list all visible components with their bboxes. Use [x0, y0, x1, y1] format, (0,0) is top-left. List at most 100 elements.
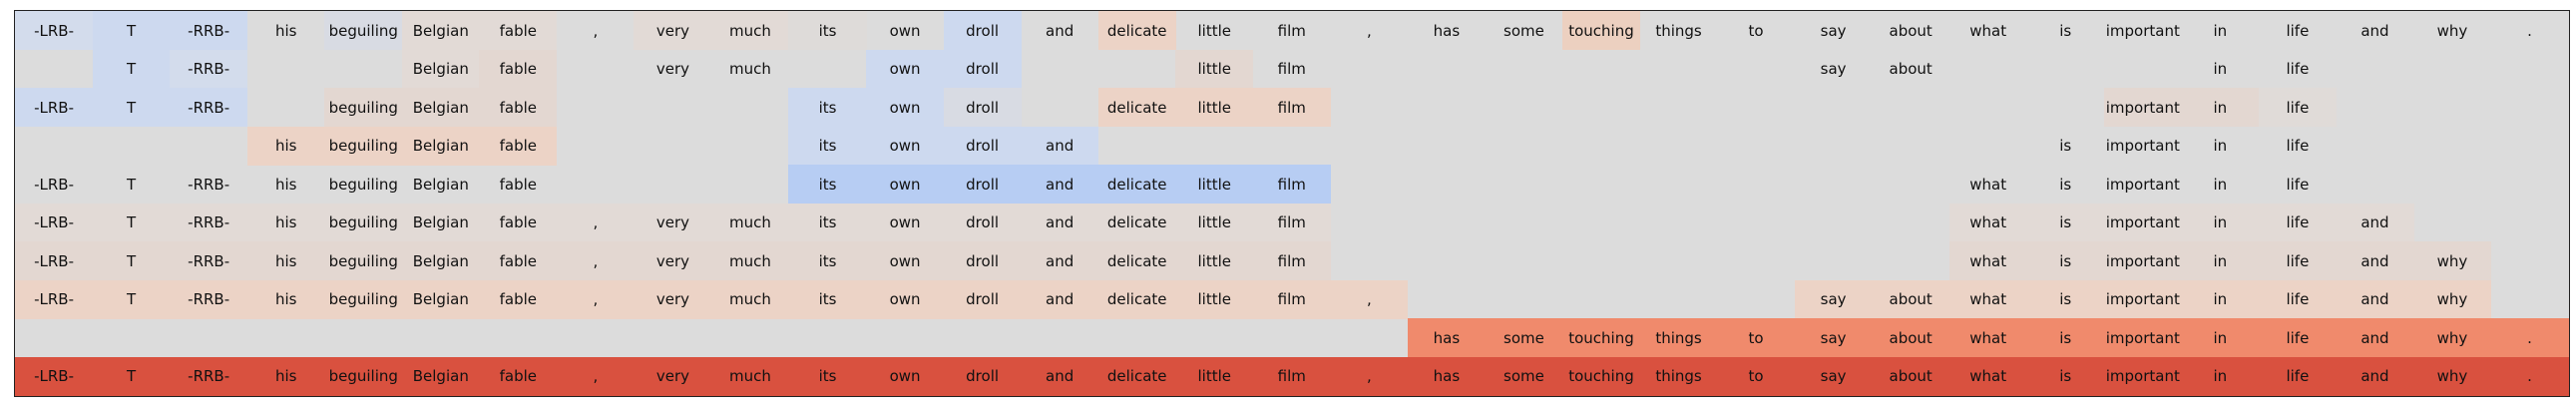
token-cell: to: [1748, 21, 1764, 40]
token-cell: his: [246, 126, 325, 166]
token-cell: [1717, 50, 1795, 89]
token-cell: is: [2059, 21, 2072, 40]
token-cell: Belgian: [401, 203, 480, 242]
token-cell: important: [2105, 175, 2180, 194]
token-cell: very: [634, 356, 712, 396]
token-cell: [2026, 50, 2104, 89]
token-cell: [1408, 88, 1486, 127]
token-cell: [2490, 88, 2568, 127]
token-cell: own: [866, 241, 945, 281]
token-cell: to: [1717, 356, 1796, 396]
token-cell: [1175, 127, 1253, 166]
token-cell: [2490, 241, 2568, 280]
token-cell: [1330, 204, 1408, 242]
token-cell: beguiling: [324, 126, 403, 166]
token-cell: [1562, 241, 1640, 280]
token-cell: much: [710, 279, 790, 319]
token-cell: [1639, 50, 1717, 89]
token-cell: is: [2026, 203, 2105, 242]
token-cell: [170, 318, 247, 357]
token-cell: [1872, 165, 1949, 204]
token-cell: [324, 318, 402, 357]
token-cell: [1639, 241, 1717, 280]
token-cell: touching: [1561, 356, 1641, 396]
token-cell: ,: [556, 203, 635, 242]
token-cell: [1717, 88, 1795, 127]
token-cell: film: [1252, 356, 1331, 396]
token-cell: droll: [943, 241, 1022, 281]
token-cell: [1717, 241, 1795, 280]
token-cell: -LRB-: [15, 279, 94, 319]
token-cell: some: [1485, 356, 1563, 396]
token-cell: [1795, 241, 1873, 280]
token-cell: T: [92, 203, 171, 242]
token-cell: and: [2336, 241, 2414, 281]
token-cell: [634, 165, 711, 204]
token-cell: [15, 49, 94, 89]
token-cell: has: [1433, 21, 1461, 40]
token-cell: say: [1820, 60, 1847, 79]
token-cell: and: [1021, 203, 1099, 242]
token-cell: [2413, 165, 2491, 204]
token-cell: ,: [1330, 356, 1409, 396]
token-cell: is: [2059, 175, 2072, 194]
token-cell: fable: [479, 49, 558, 89]
token-cell: own: [866, 356, 945, 396]
token-cell: important: [2105, 21, 2180, 40]
token-cell: life: [2286, 21, 2310, 40]
token-cell: -LRB-: [15, 356, 94, 396]
token-cell: little: [1175, 88, 1254, 128]
token-cell: -LRB-: [15, 11, 94, 51]
token-cell: [1562, 165, 1640, 204]
token-cell: [1408, 241, 1486, 280]
token-cell: droll: [943, 356, 1022, 396]
token-cell: ,: [1366, 21, 1372, 40]
token-cell: Belgian: [401, 241, 480, 281]
token-cell: [1330, 241, 1408, 280]
token-cell: has: [1407, 318, 1486, 358]
token-cell: why: [2436, 21, 2468, 40]
token-cell: [557, 50, 635, 89]
token-cell: T: [92, 88, 171, 128]
token-cell: [1485, 241, 1562, 280]
token-cell: [944, 318, 1022, 357]
token-cell: say: [1794, 356, 1873, 396]
token-cell: [402, 318, 480, 357]
token-cell: [1330, 88, 1408, 127]
token-cell: [1872, 88, 1949, 127]
token-cell: fable: [479, 356, 558, 396]
token-cell: -RRB-: [188, 175, 230, 194]
token-cell: things: [1655, 21, 1702, 40]
token-cell: [1330, 165, 1408, 204]
token-cell: ,: [556, 356, 635, 396]
token-cell: [1408, 204, 1486, 242]
token-cell: T: [92, 49, 171, 89]
token-cell: [2413, 127, 2491, 166]
token-cell: [557, 127, 635, 166]
token-cell: -LRB-: [15, 241, 94, 281]
token-cell: some: [1485, 318, 1563, 358]
token-cell: [479, 318, 557, 357]
token-cell: film: [1277, 60, 1306, 79]
token-cell: Belgian: [401, 279, 480, 319]
token-cell: [2413, 88, 2491, 127]
token-cell: his: [274, 21, 297, 40]
token-cell: droll: [943, 279, 1022, 319]
token-cell: and: [2336, 279, 2414, 319]
token-cell: [634, 127, 711, 166]
token-cell: T: [92, 356, 171, 396]
token-cell: delicate: [1097, 241, 1176, 281]
token-cell: in: [2181, 318, 2260, 358]
token-cell: beguiling: [324, 11, 403, 51]
token-cell: ,: [1330, 279, 1409, 319]
token-cell: beguiling: [324, 88, 403, 128]
token-cell: his: [246, 241, 325, 281]
token-cell: important: [2103, 279, 2182, 319]
token-cell: little: [1175, 203, 1254, 242]
token-cell: [1872, 204, 1949, 242]
token-cell: [1562, 204, 1640, 242]
token-cell: [1021, 88, 1098, 127]
token-cell: what: [1948, 318, 2027, 358]
token-cell: his: [246, 356, 325, 396]
token-cell: little: [1175, 49, 1254, 89]
